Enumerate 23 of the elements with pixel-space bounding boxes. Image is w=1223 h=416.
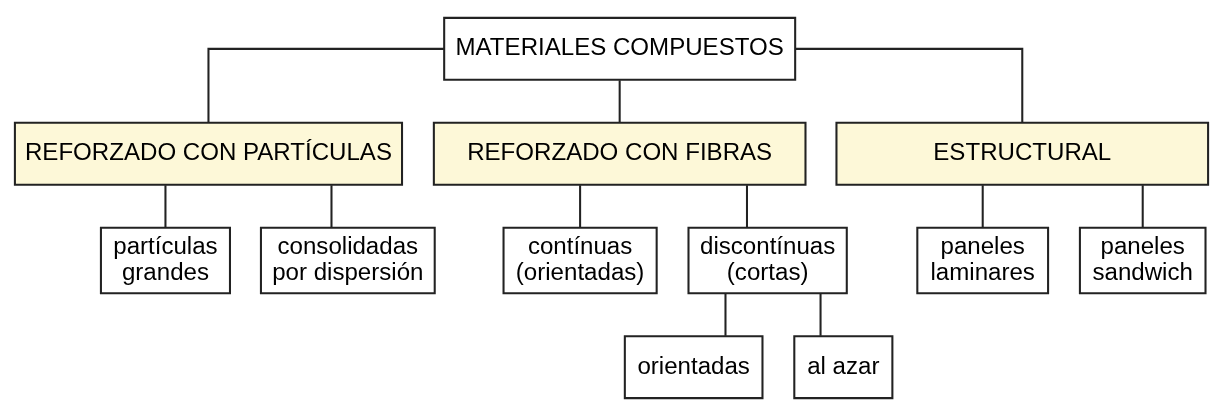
node-box: consolidadas por dispersión [259,226,436,295]
node-box: REFORZADO CON PARTÍCULAS [13,121,404,186]
connector [981,185,984,228]
node-box: orientadas [623,335,764,400]
connector [618,80,621,123]
node-box: al azar [793,335,894,400]
connector [579,185,582,228]
node-box: paneles sandwich [1078,226,1207,295]
connector [745,185,748,228]
connector [207,47,445,123]
connector [164,185,167,228]
node-box: partículas grandes [99,226,231,295]
node-box: contínuas (orientadas) [502,226,658,295]
node-box: ESTRUCTURAL [835,121,1210,186]
connector [1141,185,1144,228]
connector [795,47,1024,123]
node-box: paneles laminares [916,226,1050,295]
connector [819,293,822,336]
node-box: MATERIALES COMPUESTOS [443,16,797,81]
connector [330,185,333,228]
node-box: discontínuas (cortas) [687,226,848,295]
node-box: REFORZADO CON FIBRAS [432,121,807,186]
connector [724,293,727,336]
